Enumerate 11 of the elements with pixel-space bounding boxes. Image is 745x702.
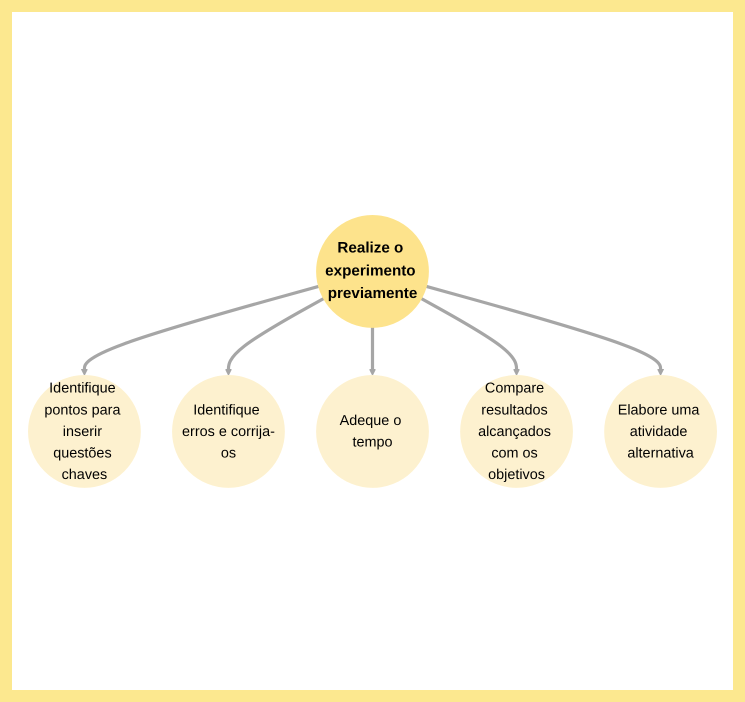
node-circle: Compare resultados alcançados com os objetivos xyxy=(460,374,573,488)
arrow xyxy=(420,296,520,376)
node-circle: Adeque o tempo xyxy=(316,374,429,488)
arrow xyxy=(368,327,376,376)
node-circle: Identifique erros e corrija-os xyxy=(172,374,285,488)
node-circle: Identifique pontos para inserir questões chaves xyxy=(28,374,141,488)
arrow xyxy=(80,284,319,376)
node-circle: Realize o experimento previamente xyxy=(316,214,429,328)
node-circle: Elabore uma atividade alternativa xyxy=(604,374,717,488)
arrow xyxy=(224,296,324,376)
arrow xyxy=(426,284,664,376)
